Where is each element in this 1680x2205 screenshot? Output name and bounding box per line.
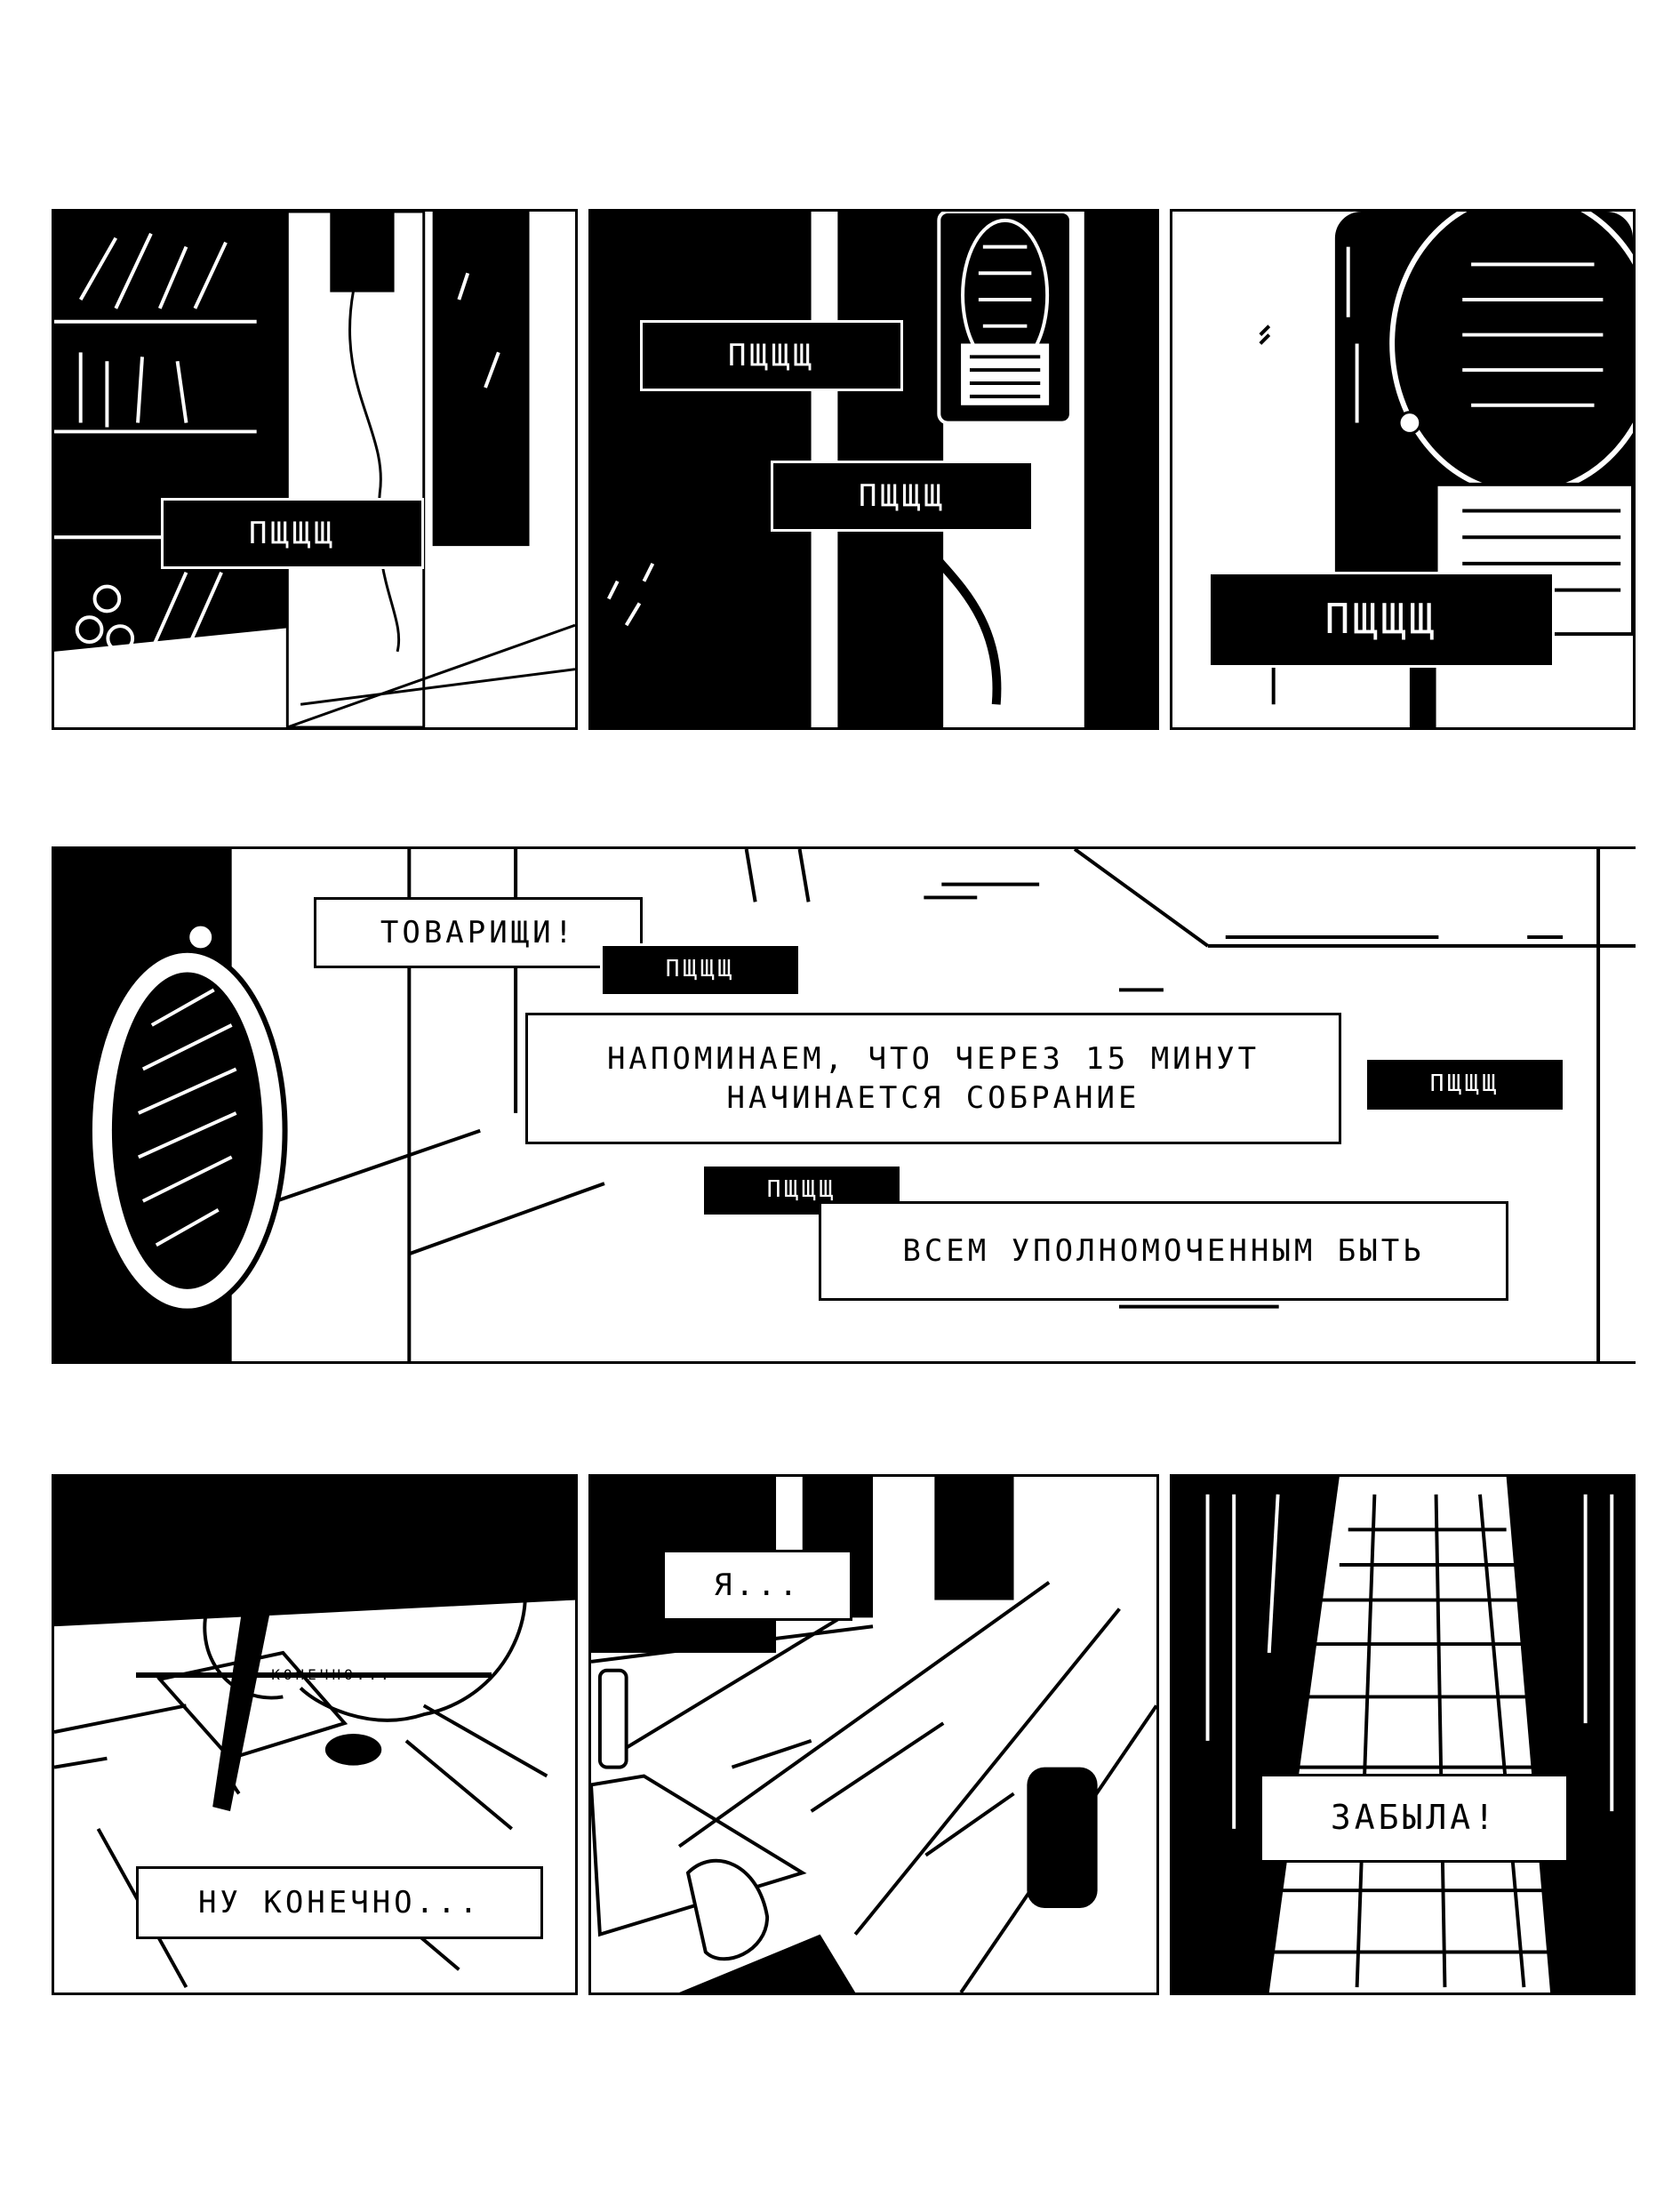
- panel-1-art: [54, 212, 575, 727]
- panel-2-art: [591, 212, 1156, 727]
- panel-2-speaker: ПЩЩЩ ПЩЩЩ: [588, 209, 1159, 730]
- panel-5-writing: НУ КОНЕЧНО... НУ КОНЕЧНО...: [52, 1474, 578, 1995]
- panel-3-sfx: ПЩЩЩ: [1208, 572, 1555, 668]
- panel-4-hallway-announcement: ТОВАРИЩИ! ПЩЩЩ НАПОМИНАЕМ, ЧТО ЧЕРЕЗ 15 …: [52, 846, 1636, 1364]
- panel-5-caption-box: НУ КОНЕЧНО...: [136, 1866, 543, 1939]
- panel-6-art: [591, 1477, 1156, 1993]
- panel-7-caption: ЗАБЫЛА!: [1260, 1774, 1569, 1863]
- panel-2-sfx-top: ПЩЩЩ: [640, 320, 903, 391]
- panel-1-bookshelf: ПЩЩЩ: [52, 209, 578, 730]
- panel-7-corridor: ЗАБЫЛА!: [1170, 1474, 1636, 1995]
- panel-6-desk: Я...: [588, 1474, 1159, 1995]
- panel-7-art: [1172, 1477, 1633, 1993]
- panel-4-sfx-1: ПЩЩЩ: [600, 943, 801, 997]
- panel-4-sfx-2: ПЩЩЩ: [1364, 1057, 1565, 1112]
- panel-3-speaker-closeup: ПЩЩЩ: [1170, 209, 1636, 730]
- panel-1-sfx: ПЩЩЩ: [161, 498, 424, 569]
- panel-4-caption-delegates: ВСЕМ УПОЛНОМОЧЕННЫМ БЫТЬ: [819, 1201, 1508, 1301]
- panel-2-sfx-bottom: ПЩЩЩ: [771, 461, 1034, 532]
- panel-6-caption: Я...: [662, 1550, 852, 1621]
- panel-4-caption-reminder: НАПОМИНАЕМ, ЧТО ЧЕРЕЗ 15 МИНУТ НАЧИНАЕТС…: [525, 1013, 1341, 1144]
- panel-5-caption: НУ КОНЕЧНО...: [136, 1666, 492, 1683]
- panel-4-caption-comrades: ТОВАРИЩИ!: [314, 897, 643, 968]
- panel-3-art: [1172, 212, 1633, 727]
